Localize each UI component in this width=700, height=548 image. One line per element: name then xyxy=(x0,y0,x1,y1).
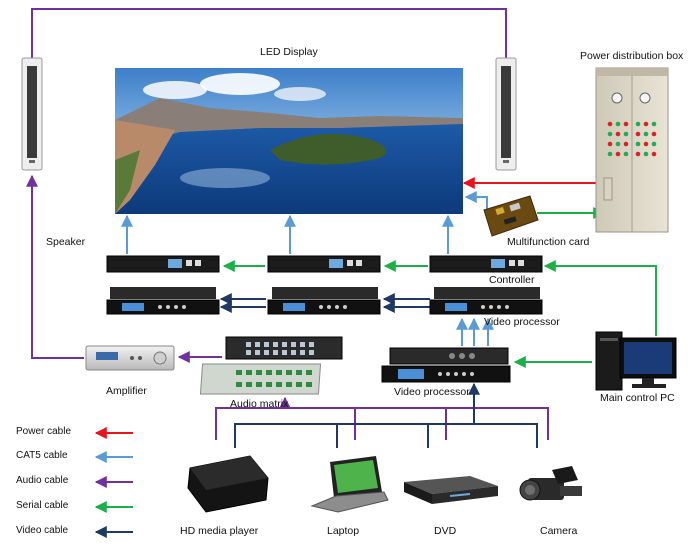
dvd-player xyxy=(404,476,498,504)
video-processor-row-2 xyxy=(267,287,381,315)
amplifier-label: Amplifier xyxy=(106,385,147,397)
speaker-left xyxy=(21,57,43,171)
multifunction-card xyxy=(483,195,539,237)
power-box-label: Power distribution box xyxy=(580,50,684,62)
controller-3 xyxy=(429,255,543,273)
camera-label: Camera xyxy=(540,525,578,537)
laptop xyxy=(310,456,389,513)
audio-matrix xyxy=(199,336,343,395)
power-distribution-box xyxy=(595,67,669,233)
legend-serial-label: Serial cable xyxy=(16,500,69,511)
video-cable-sources xyxy=(234,382,538,448)
laptop-label: Laptop xyxy=(327,525,360,537)
camera xyxy=(519,466,582,501)
audio-cable-amplifier-speaker xyxy=(26,174,84,359)
hd-player-label: HD media player xyxy=(180,525,259,537)
legend-audio-label: Audio cable xyxy=(16,475,69,486)
main-control-pc xyxy=(595,331,677,391)
video-processor-top-label: Video processor xyxy=(484,316,560,328)
legend-video-label: Video cable xyxy=(16,525,69,536)
hd-media-player xyxy=(187,455,269,513)
main-pc-label: Main control PC xyxy=(600,392,675,404)
speaker-right xyxy=(495,57,517,171)
speaker-label: Speaker xyxy=(46,236,86,248)
legend-power-label: Power cable xyxy=(16,426,72,437)
audio-cable-top-loop xyxy=(31,8,507,58)
controller-2 xyxy=(267,255,381,273)
controller-1 xyxy=(106,255,220,273)
legend-lines xyxy=(94,427,133,538)
video-processor-row-1 xyxy=(106,287,220,315)
dvd-label: DVD xyxy=(434,525,457,537)
legend-cat5-label: CAT5 cable xyxy=(16,450,68,461)
amplifier xyxy=(85,345,175,371)
video-cable-processors xyxy=(219,293,430,313)
audio-matrix-label: Audio matrix xyxy=(230,398,289,410)
multifunction-card-label: Multifunction card xyxy=(507,236,590,248)
video-processor-main xyxy=(381,347,511,383)
video-processor-row-3 xyxy=(429,287,543,315)
controller-label: Controller xyxy=(489,274,535,286)
led-display-label: LED Display xyxy=(260,46,318,58)
video-processor-mid-label: Video processor xyxy=(394,386,470,398)
led-display xyxy=(115,68,463,214)
serial-cable-links xyxy=(222,207,657,368)
